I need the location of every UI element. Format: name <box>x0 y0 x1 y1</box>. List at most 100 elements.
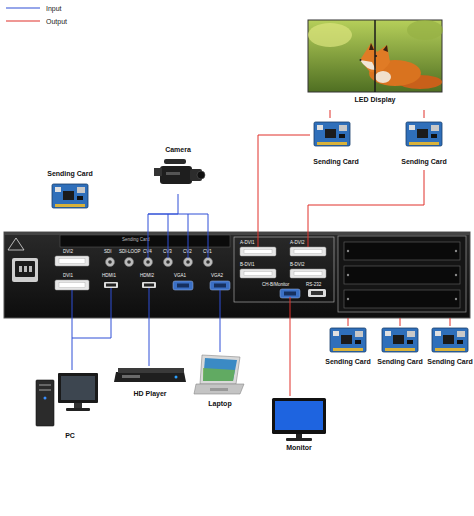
legend-text: Input <box>46 5 62 12</box>
illustration-part <box>142 282 156 288</box>
illustration-part <box>52 184 88 208</box>
illustration-part <box>210 388 228 391</box>
illustration-part <box>200 355 240 384</box>
illustration-part <box>272 398 326 434</box>
illustration-part <box>184 258 193 267</box>
connector-line <box>330 110 331 118</box>
illustration-part <box>29 266 32 272</box>
illustration-part <box>164 258 173 267</box>
illustration-part <box>375 71 391 83</box>
illustration-part <box>407 340 413 344</box>
illustration-part <box>114 372 186 382</box>
illustration-part <box>294 250 322 254</box>
connector-line <box>149 318 150 366</box>
illustration-part <box>4 232 470 318</box>
illustration-part <box>197 171 205 179</box>
illustration-part <box>341 335 352 344</box>
port-label: HDMI1 <box>102 274 116 279</box>
illustration-part <box>160 166 192 184</box>
pc-art <box>30 370 100 444</box>
port-label: SDI-LOOP <box>119 250 141 255</box>
sending-card: Sending Card <box>396 118 452 170</box>
illustration-part <box>166 260 170 264</box>
illustration-part <box>360 60 376 70</box>
node-label: PC <box>65 432 75 439</box>
illustration-part <box>39 389 51 391</box>
port-label: VGA1 <box>174 274 186 279</box>
illustration-part <box>284 292 296 296</box>
illustration-part <box>19 266 22 272</box>
illustration-part <box>431 134 437 138</box>
illustration-part <box>240 269 276 278</box>
illustration-part <box>144 284 154 287</box>
illustration-part <box>55 187 61 192</box>
illustration-part <box>409 125 415 130</box>
illustration-part <box>60 235 230 247</box>
illustration-part <box>383 45 388 52</box>
illustration-part <box>127 260 131 264</box>
illustration-part <box>325 129 336 138</box>
illustration-part <box>407 20 443 40</box>
illustration-part <box>382 328 418 352</box>
node-label: LED Display <box>355 96 396 103</box>
sending-card: Sending Card <box>310 118 370 170</box>
illustration-part <box>66 408 90 411</box>
sending-card: Sending Card <box>322 326 374 372</box>
illustration-part <box>63 191 74 200</box>
illustration-part <box>55 204 85 207</box>
illustration-part <box>4 232 470 235</box>
connector-line <box>290 318 291 396</box>
sending-card-art <box>322 326 374 372</box>
illustration-part <box>15 261 35 277</box>
illustration-part <box>311 291 323 295</box>
node-label: Sending Card <box>313 158 359 165</box>
illustration-part <box>344 290 460 308</box>
illustration-part <box>393 335 404 344</box>
illustration-part <box>144 258 153 267</box>
illustration-part <box>77 187 85 193</box>
illustration-part <box>355 331 363 337</box>
video-processor-art <box>4 232 470 318</box>
led-display: LED Display <box>306 18 444 110</box>
illustration-part <box>385 331 391 336</box>
illustration-part <box>455 298 457 300</box>
illustration-part <box>59 259 85 264</box>
connector-line <box>72 318 73 370</box>
sending-card-art <box>375 326 425 372</box>
illustration-part <box>308 289 326 297</box>
illustration-part <box>435 331 441 336</box>
illustration-part <box>164 159 186 164</box>
node-label: Sending Card <box>325 358 371 365</box>
illustration-part <box>347 274 349 276</box>
illustration-part <box>432 328 468 352</box>
port-label: CV4 <box>143 250 152 255</box>
connector-line <box>450 318 451 326</box>
illustration-part <box>435 348 465 351</box>
illustration-part <box>108 260 112 264</box>
illustration-part <box>339 134 345 138</box>
illustration-part <box>294 272 322 276</box>
illustration-part <box>77 196 83 200</box>
illustration-part <box>333 331 339 336</box>
illustration-part <box>455 274 457 276</box>
connector-line <box>148 194 178 232</box>
illustration-part <box>347 298 349 300</box>
connector-line <box>308 170 424 232</box>
illustration-part <box>369 43 374 50</box>
illustration-part <box>330 328 366 352</box>
illustration-part <box>12 258 38 282</box>
port-label: RS-232 <box>306 283 321 288</box>
illustration-part <box>210 281 230 290</box>
illustration-part <box>125 258 134 267</box>
illustration-part <box>175 376 178 379</box>
illustration-part <box>240 247 276 256</box>
connector-line <box>424 110 425 118</box>
connector-line <box>400 318 401 326</box>
illustration-part <box>280 289 300 298</box>
port-label: A-DVI1 <box>240 241 255 246</box>
illustration-part <box>166 172 180 175</box>
illustration-part <box>417 129 428 138</box>
illustration-part <box>355 340 361 344</box>
